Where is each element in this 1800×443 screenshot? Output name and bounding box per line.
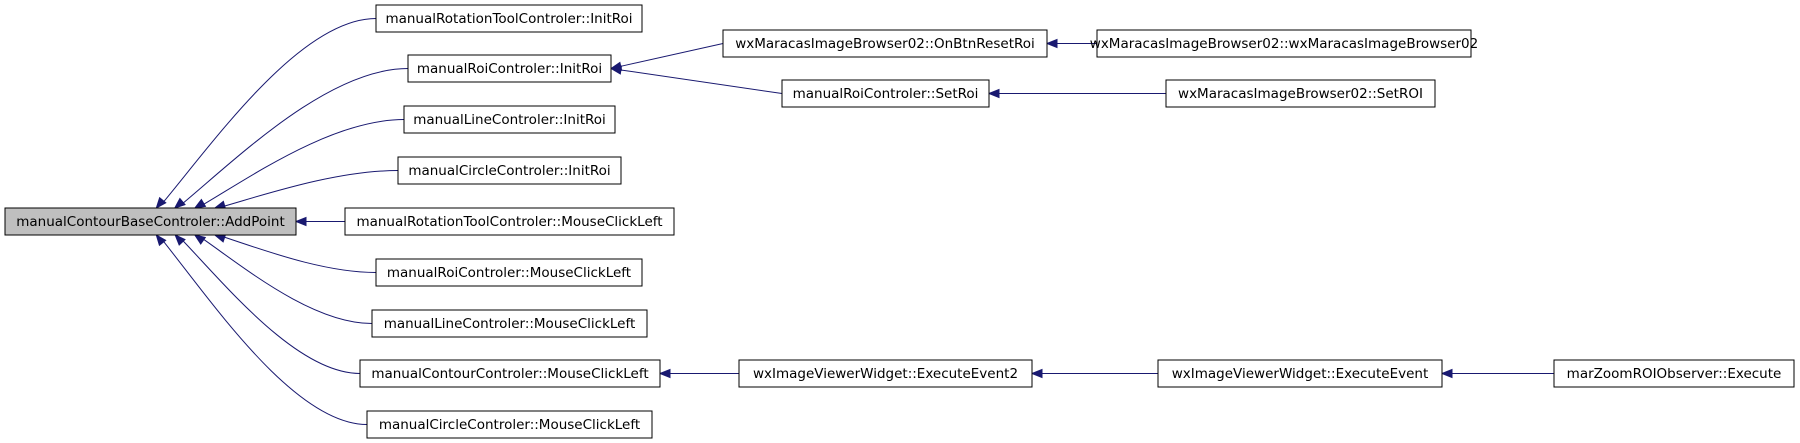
node-label: manualRotationToolControler::MouseClickL… bbox=[356, 214, 662, 230]
node-add-point[interactable]: manualContourBaseControler::AddPoint bbox=[4, 207, 297, 236]
node-viewer-execute-event2[interactable]: wxImageViewerWidget::ExecuteEvent2 bbox=[738, 359, 1033, 388]
node-label: manualRoiControler::MouseClickLeft bbox=[387, 265, 631, 281]
node-roi-set-roi[interactable]: manualRoiControler::SetRoi bbox=[781, 79, 990, 108]
arrowhead bbox=[987, 88, 1000, 99]
node-label: wxMaracasImageBrowser02::wxMaracasImageB… bbox=[1090, 36, 1478, 52]
edges-layer bbox=[155, 18, 1554, 425]
node-zoom-roi-observer-execute[interactable]: marZoomROIObserver::Execute bbox=[1553, 359, 1795, 388]
arrowhead bbox=[155, 233, 167, 247]
node-label: manualRoiControler::InitRoi bbox=[417, 61, 602, 77]
arrowhead bbox=[193, 234, 207, 245]
edge-n2-to-n0 bbox=[173, 68, 409, 209]
node-browser-constructor[interactable]: wxMaracasImageBrowser02::wxMaracasImageB… bbox=[1090, 29, 1478, 58]
node-label: wxImageViewerWidget::ExecuteEvent2 bbox=[753, 366, 1018, 382]
edge-n10-to-n2 bbox=[609, 43, 724, 71]
node-label: manualCircleControler::MouseClickLeft bbox=[379, 417, 640, 433]
node-label: wxMaracasImageBrowser02::OnBtnResetRoi bbox=[735, 36, 1035, 52]
edge-n13-to-n11 bbox=[987, 88, 1166, 99]
arrowhead bbox=[173, 197, 186, 209]
edge-n8-to-n0 bbox=[174, 234, 361, 374]
node-viewer-execute-event[interactable]: wxImageViewerWidget::ExecuteEvent bbox=[1157, 359, 1443, 388]
edge-n16-to-n15 bbox=[1440, 368, 1554, 379]
node-rotation-tool-mouse-click-left[interactable]: manualRotationToolControler::MouseClickL… bbox=[344, 207, 675, 236]
arrowhead bbox=[174, 234, 186, 246]
node-circle-init-roi[interactable]: manualCircleControler::InitRoi bbox=[397, 156, 622, 185]
arrowhead bbox=[658, 368, 671, 379]
edge-n14-to-n8 bbox=[658, 368, 739, 379]
node-label: manualRoiControler::SetRoi bbox=[793, 86, 979, 102]
edge-n5-to-n0 bbox=[294, 216, 345, 227]
nodes-layer: manualContourBaseControler::AddPoint man… bbox=[4, 4, 1795, 439]
node-contour-mouse-click-left[interactable]: manualContourControler::MouseClickLeft bbox=[359, 359, 661, 388]
node-label: wxImageViewerWidget::ExecuteEvent bbox=[1172, 366, 1429, 382]
arrowhead bbox=[609, 65, 623, 75]
node-circle-mouse-click-left[interactable]: manualCircleControler::MouseClickLeft bbox=[366, 410, 653, 439]
edge-n11-to-n2 bbox=[609, 65, 783, 94]
arrowhead bbox=[294, 216, 307, 227]
node-roi-mouse-click-left[interactable]: manualRoiControler::MouseClickLeft bbox=[375, 258, 643, 287]
edge-n9-to-n0 bbox=[155, 233, 368, 425]
edge-n4-to-n0 bbox=[213, 170, 399, 210]
edge-n1-to-n0 bbox=[155, 18, 377, 210]
node-rotation-tool-init-roi[interactable]: manualRotationToolControler::InitRoi bbox=[375, 4, 643, 33]
node-line-mouse-click-left[interactable]: manualLineControler::MouseClickLeft bbox=[371, 309, 648, 338]
node-label: marZoomROIObserver::Execute bbox=[1567, 366, 1782, 382]
node-line-init-roi[interactable]: manualLineControler::InitRoi bbox=[403, 105, 616, 134]
arrowhead bbox=[1440, 368, 1453, 379]
edge-n3-to-n0 bbox=[193, 119, 405, 209]
node-roi-init-roi[interactable]: manualRoiControler::InitRoi bbox=[407, 54, 612, 83]
node-label: manualLineControler::MouseClickLeft bbox=[384, 316, 636, 332]
arrowhead bbox=[1030, 368, 1043, 379]
node-label: manualRotationToolControler::InitRoi bbox=[385, 11, 632, 27]
node-label: manualContourBaseControler::AddPoint bbox=[16, 214, 285, 230]
edge-n12-to-n10 bbox=[1045, 38, 1097, 49]
node-browser-set-roi[interactable]: wxMaracasImageBrowser02::SetROI bbox=[1165, 79, 1436, 108]
arrowhead bbox=[193, 198, 207, 209]
edge-n15-to-n14 bbox=[1030, 368, 1158, 379]
node-label: manualLineControler::InitRoi bbox=[413, 112, 606, 128]
node-label: wxMaracasImageBrowser02::SetROI bbox=[1178, 86, 1423, 102]
edge-n6-to-n0 bbox=[213, 233, 377, 273]
edge-n7-to-n0 bbox=[193, 234, 373, 324]
node-label: manualContourControler::MouseClickLeft bbox=[371, 366, 648, 382]
arrowhead bbox=[155, 196, 167, 210]
node-label: manualCircleControler::InitRoi bbox=[408, 163, 610, 179]
node-browser-on-btn-reset-roi[interactable]: wxMaracasImageBrowser02::OnBtnResetRoi bbox=[722, 29, 1048, 58]
arrowhead bbox=[1045, 38, 1058, 49]
